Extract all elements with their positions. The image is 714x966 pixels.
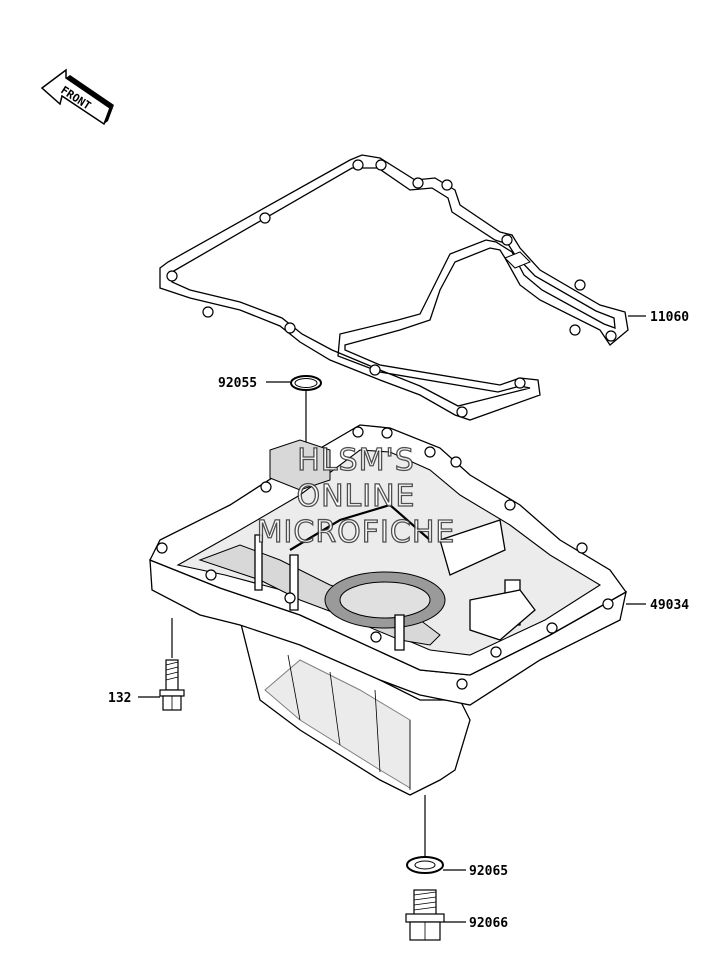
watermark-line-1: HLSM'S [297, 443, 415, 478]
front-arrow-icon: FRONT [40, 68, 114, 126]
part-label-11060[interactable]: 11060 [650, 310, 689, 325]
part-label-92066[interactable]: 92066 [469, 916, 508, 931]
oil-pan [149, 424, 627, 796]
flange-bolt [159, 659, 185, 711]
drain-plug [405, 889, 445, 941]
oil-pan-gasket [159, 154, 629, 421]
watermark-line-3: MICROFICHE [257, 515, 456, 550]
part-label-92055[interactable]: 92055 [218, 376, 257, 391]
watermark-line-2: ONLINE [296, 479, 415, 514]
part-label-132[interactable]: 132 [108, 691, 131, 706]
watermark: HLSM'S ONLINE MICROFICHE [256, 442, 456, 550]
drain-washer [406, 856, 444, 874]
part-label-92065[interactable]: 92065 [469, 864, 508, 879]
part-label-49034[interactable]: 49034 [650, 598, 689, 613]
